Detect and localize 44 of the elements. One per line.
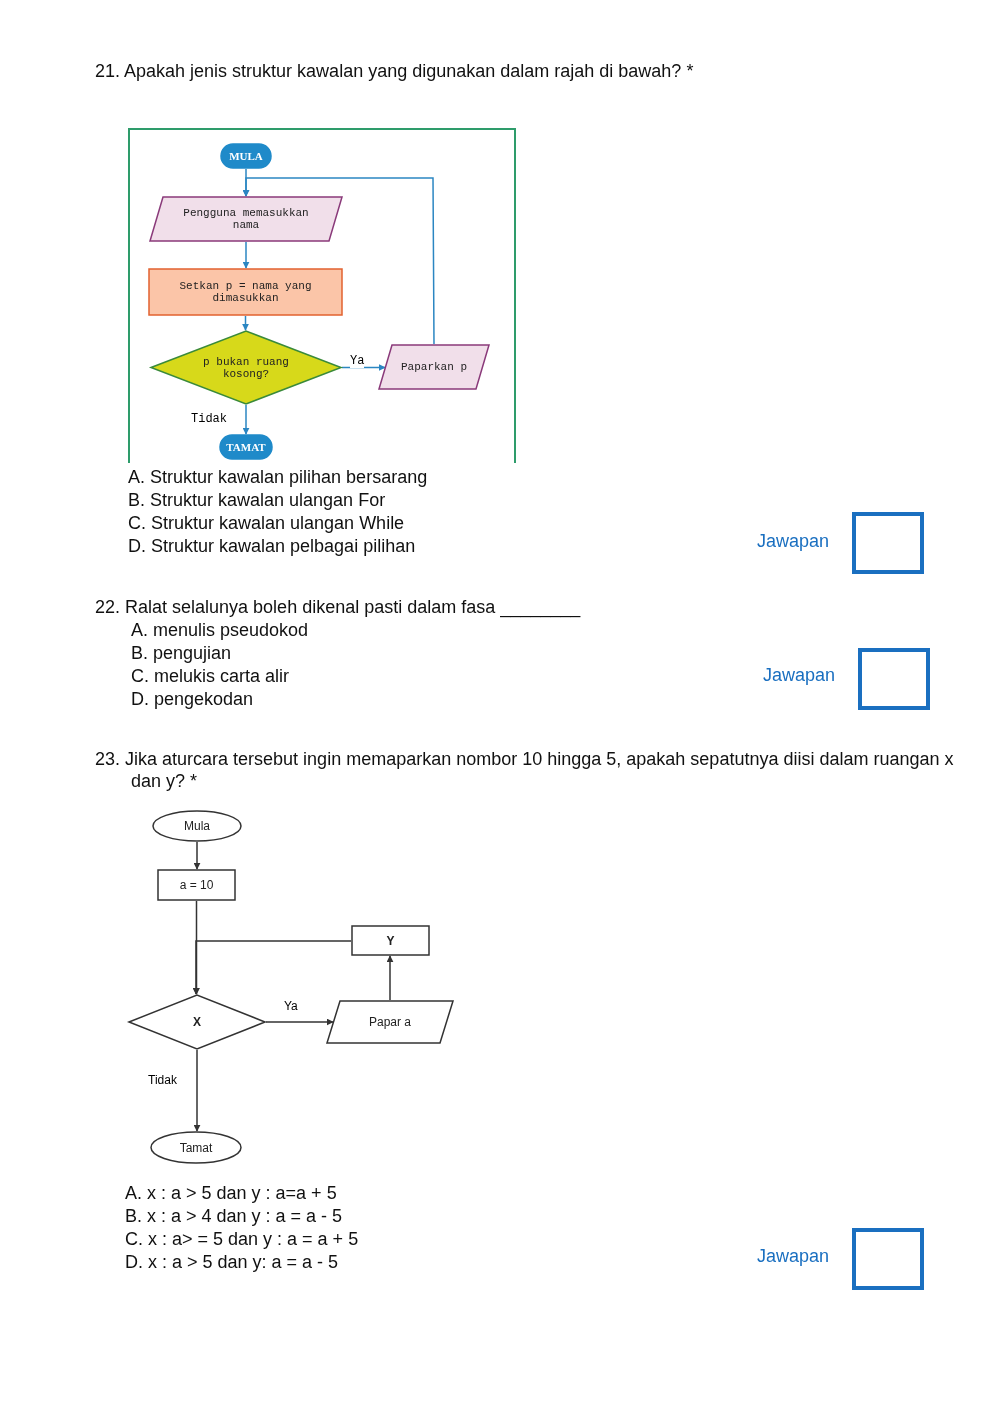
decision-diamond: p bukan ruang kosong?	[150, 330, 342, 405]
terminal-pill: TAMAT	[219, 434, 273, 460]
arrow	[193, 1049, 201, 1132]
answer-option: B. pengujian	[131, 642, 232, 664]
question-text: 22. Ralat selalunya boleh dikenal pasti dalam fasa ________	[95, 596, 581, 618]
answer-label: Jawapan	[757, 1245, 830, 1267]
arrow	[242, 177, 435, 345]
arrow	[265, 1018, 334, 1026]
arrow	[242, 315, 249, 331]
answer-label: Jawapan	[763, 664, 836, 686]
answer-option: C. x : a> = 5 dan y : a = a + 5	[125, 1228, 359, 1250]
answer-option: D. pengekodan	[131, 688, 254, 710]
answer-option: C. Struktur kawalan ulangan While	[128, 512, 405, 534]
arrow	[341, 364, 386, 371]
process-box: Setkan p = nama yang dimasukkan	[148, 268, 343, 316]
terminal-ellipse: Mula	[152, 810, 242, 842]
arrow	[192, 940, 352, 995]
answer-label: Jawapan	[757, 530, 830, 552]
arrow	[242, 241, 250, 269]
terminal-pill: MULA	[220, 143, 272, 169]
process-box: Y	[351, 925, 430, 956]
answer-option: A. Struktur kawalan pilihan bersarang	[128, 466, 428, 488]
input-output-parallelogram: Papar a	[326, 1000, 454, 1044]
answer-option: A. menulis pseudokod	[131, 619, 309, 641]
answer-option: C. melukis carta alir	[131, 665, 290, 687]
terminal-ellipse: Tamat	[150, 1131, 242, 1164]
arrow	[386, 955, 394, 1001]
input-output-parallelogram: Paparkan p	[378, 344, 490, 390]
question-text: 23. Jika aturcara tersebut ingin memaparkan nombor 10 hingga 5, apakah sepatutnya diisi dalam ruangan x dan y? *	[95, 748, 955, 792]
edge-label: Ya	[350, 354, 365, 368]
arrow	[242, 404, 250, 435]
edge-label: Tidak	[148, 1073, 177, 1087]
process-box: a = 10	[157, 869, 236, 901]
arrow	[193, 841, 201, 870]
input-output-parallelogram: Pengguna memasukkan nama	[149, 196, 343, 242]
edge-label: Ya	[284, 999, 298, 1013]
answer-option: D. x : a > 5 dan y: a = a - 5	[125, 1251, 339, 1273]
decision-diamond: X	[128, 994, 266, 1050]
arrow	[193, 900, 200, 995]
question-text: 21. Apakah jenis struktur kawalan yang digunakan dalam rajah di bawah? *	[95, 60, 694, 82]
answer-option: D. Struktur kawalan pelbagai pilihan	[128, 535, 416, 557]
answer-option: B. Struktur kawalan ulangan For	[128, 489, 386, 511]
answer-option: A. x : a > 5 dan y : a=a + 5	[125, 1182, 337, 1204]
answer-option: B. x : a > 4 dan y : a = a - 5	[125, 1205, 343, 1227]
